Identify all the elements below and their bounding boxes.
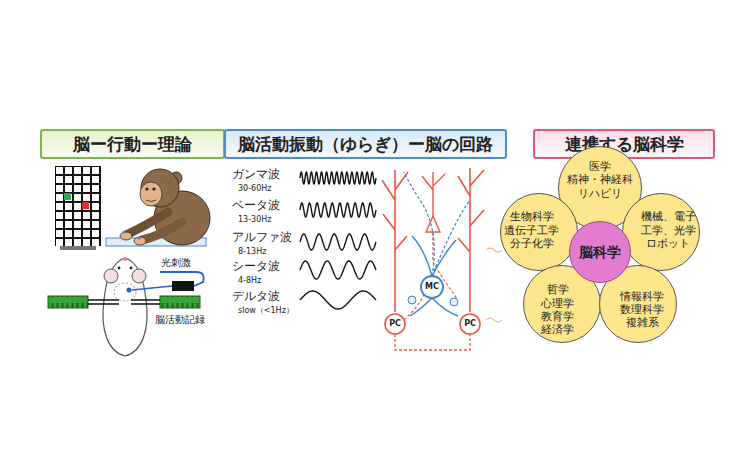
cell-label: MC (425, 283, 439, 292)
optic-fiber (132, 286, 172, 290)
wave-name: シータ波 (232, 260, 280, 273)
rat-illustration (48, 257, 204, 356)
wave-trace (300, 234, 376, 250)
rat-ear (132, 269, 146, 283)
interneuron-soma (408, 296, 416, 304)
cell-label: PC (464, 320, 476, 329)
wave-trace (300, 291, 376, 309)
rat-nose (123, 257, 127, 261)
screen-stand (60, 246, 96, 250)
pc-soma (426, 216, 440, 232)
mc-soma (421, 276, 443, 298)
section-heading-box: 脳活動振動（ゆらぎ）ー脳の回路 (224, 129, 507, 159)
rat-eye (130, 267, 133, 270)
synaptic-trace (486, 248, 502, 322)
heading-text: 脳活動振動（ゆらぎ）ー脳の回路 (238, 134, 493, 154)
pc-soma (460, 314, 480, 334)
monkey-mouth (146, 200, 156, 202)
monkey-hand (120, 232, 132, 240)
wave-trace (300, 203, 376, 217)
field-text: 医学 精神・神経科 リハビリ (567, 160, 633, 200)
electrode-connector (48, 296, 88, 308)
frequency-range: slow（<1Hz） (238, 307, 294, 316)
frequency-range: 4-8Hz (238, 277, 261, 286)
field-circle: 機械、電子 工学、光学 ロボット (622, 193, 700, 271)
wave-trace (300, 172, 376, 184)
stimulus-label: 光刺激 (161, 257, 191, 268)
frequency-range: 8-13Hz (238, 248, 266, 257)
monkey-task-illustration (55, 166, 210, 250)
cortical-circuit (382, 168, 502, 350)
rat-brain (114, 283, 136, 301)
pc-dendrite (422, 172, 445, 222)
section-heading-box: 脳ー行動ー理論 (40, 129, 225, 159)
monkey-head (141, 169, 179, 207)
wave-name: アルファ波 (232, 231, 292, 244)
task-screen (55, 166, 101, 246)
mc-axon (432, 200, 470, 276)
recording-label: 脳活動記録 (155, 314, 205, 325)
green-target (64, 193, 71, 200)
wave-name: デルタ波 (232, 290, 280, 303)
screen-grid (55, 166, 101, 246)
rat-ear (104, 269, 118, 283)
light-source (172, 281, 194, 291)
mc-axon (404, 172, 434, 276)
oscillation-waves (300, 172, 376, 309)
wave-trace (300, 261, 376, 279)
connector-pins (160, 296, 200, 308)
interneuron-soma (450, 298, 458, 306)
pc-dendrite (458, 168, 484, 312)
monkey-eye (152, 187, 155, 190)
touch-sensor (123, 231, 126, 234)
red-target (82, 202, 89, 209)
heading-text: 脳ー行動ー理論 (73, 134, 192, 154)
field-text: 情報科学 数理科学 複雑系 (620, 290, 664, 330)
optic-fiber (160, 272, 204, 286)
field-text: 脳科学 (579, 244, 621, 261)
wave-name: ベータ波 (232, 199, 280, 212)
recording-wire (88, 300, 160, 304)
monkey-eye (145, 187, 148, 190)
cell-label: PC (389, 320, 401, 329)
field-circle: 生物科学 遺伝子工学 分子化学 (500, 193, 578, 271)
frequency-range: 13-30Hz (238, 216, 271, 225)
monkey-face (140, 182, 162, 206)
connector-pins (48, 296, 88, 308)
rat-eye (118, 267, 121, 270)
pc-axon (395, 334, 470, 350)
field-text: 哲学 心理学 教育学 経済学 (541, 284, 574, 337)
touch-sensor (138, 237, 141, 240)
monkey-hand (134, 237, 146, 245)
frequency-range: 30-60Hz (238, 185, 271, 194)
monkey-arm (142, 222, 182, 240)
electrode-connector (160, 296, 200, 308)
pc-soma (385, 314, 405, 334)
wave-name: ガンマ波 (232, 168, 280, 181)
center-circle: 脳科学 (569, 221, 631, 283)
field-text: 機械、電子 工学、光学 ロボット (641, 210, 696, 250)
stimulation-site (127, 288, 132, 293)
pc-axon (404, 294, 424, 320)
rat-body (103, 258, 147, 356)
field-text: 生物科学 遺伝子工学 分子化学 (504, 210, 559, 250)
pc-dendrite (382, 170, 408, 312)
